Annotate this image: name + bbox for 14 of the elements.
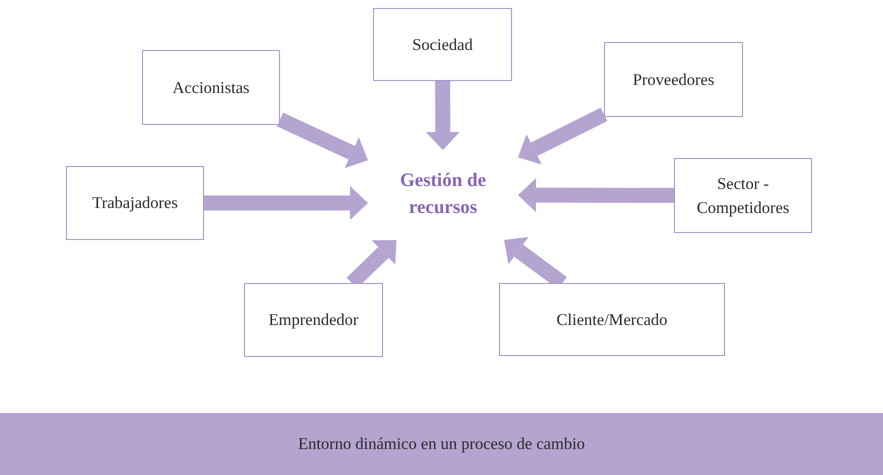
central-title: Gestión de recursos [368,150,518,240]
stakeholder-box: Proveedores [604,42,743,117]
stakeholder-box: Emprendedor [244,283,383,357]
stakeholder-box: Sector - Competidores [674,158,812,233]
stakeholder-box: Accionistas [142,50,280,125]
stakeholder-box: Cliente/Mercado [499,283,725,356]
block-arrow [426,80,460,150]
stakeholder-box: Sociedad [373,8,512,81]
block-arrow [518,108,608,165]
block-arrow [518,178,674,212]
block-arrow [204,186,368,220]
environment-band: Entorno dinámico en un proceso de cambio [0,413,883,475]
stakeholder-box: Trabajadores [66,166,204,240]
block-arrow [276,112,368,168]
